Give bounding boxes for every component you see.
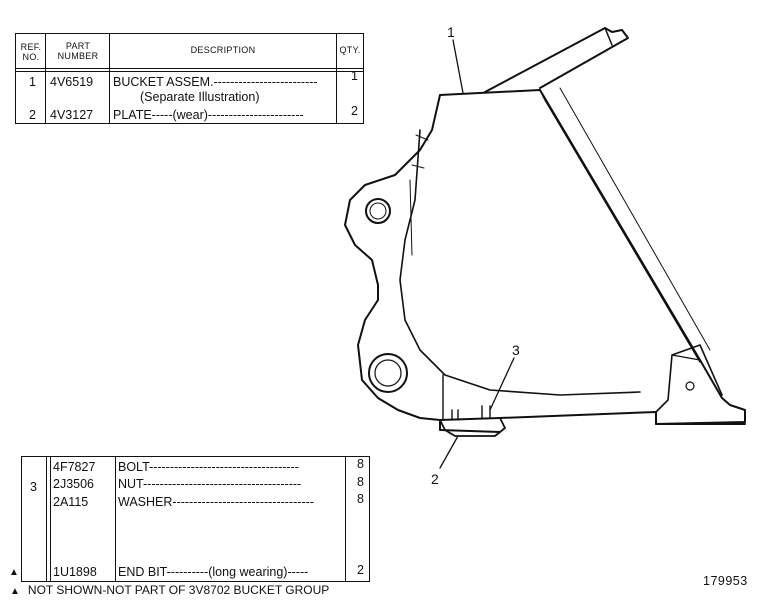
header-ref-no: REF. NO. xyxy=(20,42,42,62)
row-description: END BIT----------(long wearing)----- xyxy=(118,565,309,579)
row-description: BUCKET ASSEM.------------------------- xyxy=(113,75,318,89)
row-part-number: 4V6519 xyxy=(50,75,94,89)
table-divider xyxy=(336,34,337,123)
table-divider xyxy=(115,457,116,581)
figure-number: 179953 xyxy=(703,574,748,588)
row-part-number: 1U1898 xyxy=(53,565,97,579)
row-qty: 8 xyxy=(357,475,364,489)
table-divider xyxy=(109,34,110,123)
row-description: PLATE-----(wear)----------------------- xyxy=(113,108,304,122)
triangle-icon: ▲ xyxy=(9,567,19,578)
row-qty: 8 xyxy=(357,457,364,471)
group-ref: 3 xyxy=(30,480,37,494)
row-part-number: 4V3127 xyxy=(50,108,94,122)
footnote-text: NOT SHOWN-NOT PART OF 3V8702 BUCKET GROU… xyxy=(27,583,330,597)
table-divider xyxy=(50,457,51,581)
row-part-number: 4F7827 xyxy=(53,460,96,474)
parts-table-top: REF. NO. PART NUMBER DESCRIPTION QTY. 1 … xyxy=(15,33,364,124)
table-divider xyxy=(16,71,363,72)
row-ref: 2 xyxy=(29,108,36,122)
parts-table-bottom: 3 4F7827 BOLT---------------------------… xyxy=(21,456,370,582)
row-qty: 2 xyxy=(357,563,364,577)
callout-1: 1 xyxy=(447,24,455,40)
row-qty: 2 xyxy=(351,104,358,118)
table-divider xyxy=(46,457,47,581)
row-description-note: (Separate Illustration) xyxy=(140,90,260,104)
row-qty: 8 xyxy=(357,492,364,506)
row-part-number: 2A115 xyxy=(53,495,89,509)
header-description: DESCRIPTION xyxy=(190,45,256,55)
header-part-number: PART NUMBER xyxy=(57,41,99,61)
triangle-icon: ▲ xyxy=(10,586,20,597)
row-description: WASHER---------------------------------- xyxy=(118,495,314,509)
callout-3: 3 xyxy=(512,342,520,358)
table-divider xyxy=(16,68,363,69)
row-ref: 1 xyxy=(29,75,36,89)
row-part-number: 2J3506 xyxy=(53,477,95,491)
header-qty: QTY. xyxy=(339,45,361,55)
row-description: BOLT------------------------------------ xyxy=(118,460,299,474)
row-qty: 1 xyxy=(351,69,358,83)
footnote: ▲ NOT SHOWN-NOT PART OF 3V8702 BUCKET GRO… xyxy=(10,583,329,597)
table-divider xyxy=(45,34,46,123)
table-divider xyxy=(345,457,346,581)
row-description: NUT-------------------------------------… xyxy=(118,477,302,491)
callout-2: 2 xyxy=(431,471,439,487)
